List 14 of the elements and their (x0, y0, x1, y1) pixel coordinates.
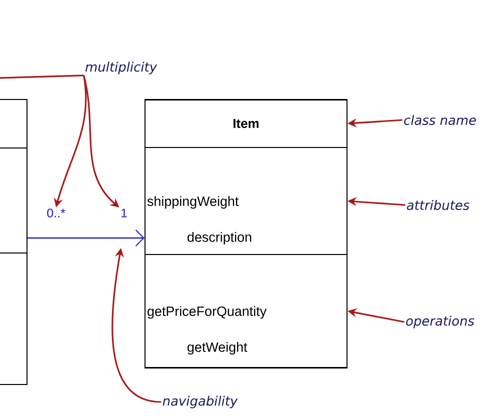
annotation-text: class name (404, 115, 476, 126)
annotation-text: operations (406, 316, 474, 328)
multiplicity-label: 1 (122, 208, 127, 218)
class-box (144, 100, 348, 368)
class-compartment: shippingWeight description (144, 147, 348, 255)
annotation-text: multiplicity (85, 62, 158, 74)
class-name-compartment: Item (144, 99, 348, 148)
annotation-text: attributes (406, 200, 470, 210)
association-arrow (28, 230, 144, 246)
class-box (0, 99, 28, 385)
leader-line (0, 74, 84, 79)
annotation-text: navigability (162, 396, 238, 408)
multiplicity-label: 0..* (47, 208, 66, 218)
class-compartment: getPriceForQuantity getWeight (144, 254, 348, 368)
